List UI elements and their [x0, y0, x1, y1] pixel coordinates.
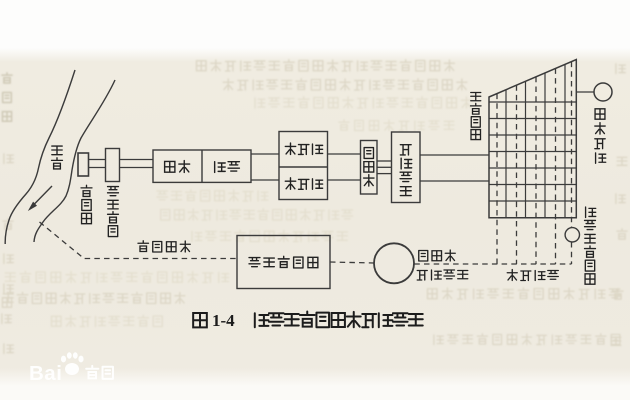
svg-text:1-4: 1-4 [212, 311, 235, 330]
svg-text:Bai: Bai [29, 362, 62, 385]
